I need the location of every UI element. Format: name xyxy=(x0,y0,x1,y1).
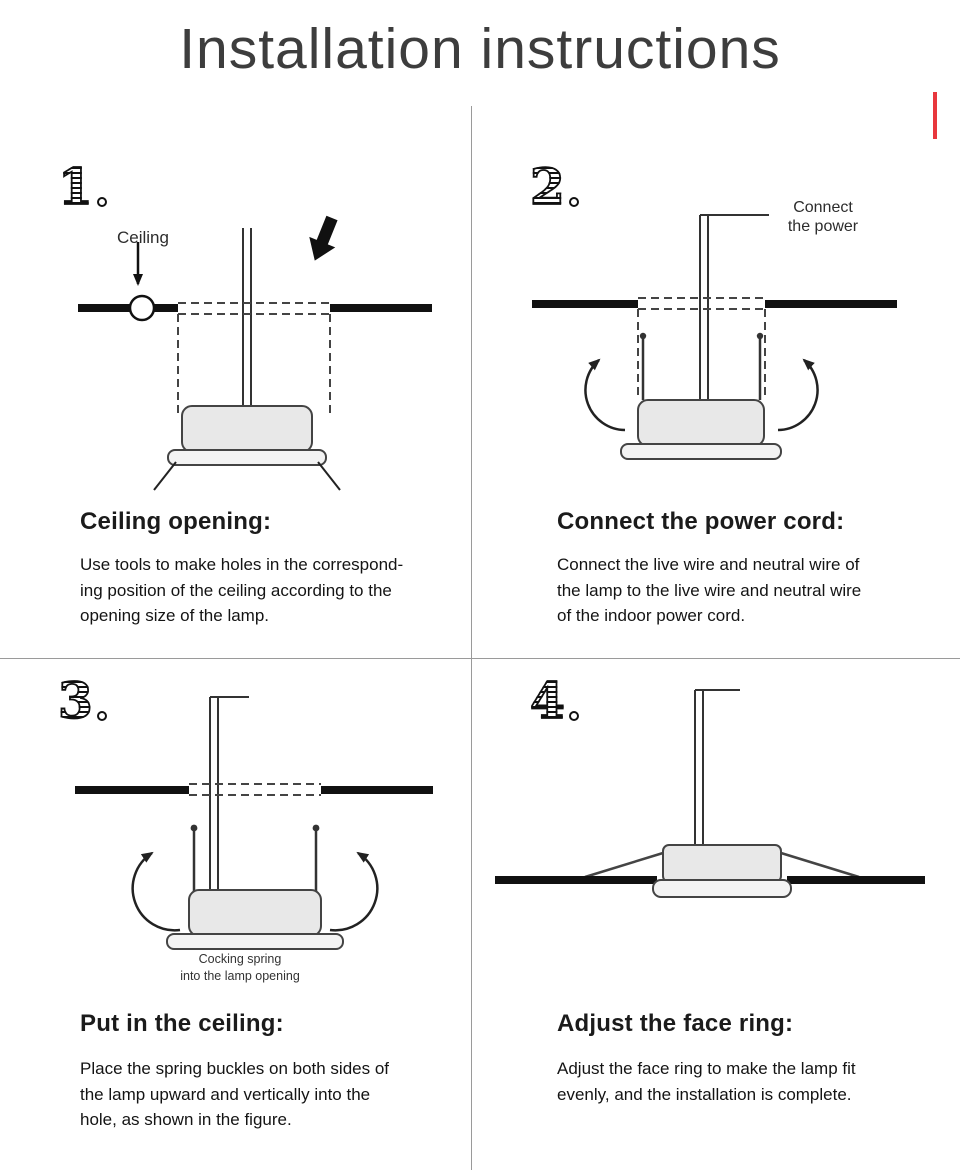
ceiling-line xyxy=(532,300,897,308)
step-4-section: 4 Adjust the face ring: Adjust the fac xyxy=(472,658,960,1170)
spring-clips xyxy=(639,332,764,400)
vertical-divider xyxy=(471,106,472,1170)
lamp-wires xyxy=(694,689,740,847)
step-1-heading: Ceiling opening: xyxy=(80,508,272,535)
step-3-numeral: 3 xyxy=(57,671,94,730)
ceiling-line xyxy=(78,304,432,312)
horizontal-divider xyxy=(0,658,960,659)
lamp-body xyxy=(620,399,782,460)
lamp-corner-ticks xyxy=(153,461,341,491)
step-2-number-dot-icon xyxy=(568,197,579,207)
cocking-spring-label: Cocking spring into the lamp opening xyxy=(180,952,300,983)
step-2-number: 2 xyxy=(529,157,579,216)
step-3-body: Place the spring buckles on both sides o… xyxy=(80,1059,390,1129)
lamp-wires xyxy=(242,228,252,410)
connect-power-label: Connect the power xyxy=(787,199,859,236)
step-1-number-dot-icon xyxy=(96,197,107,207)
step-3-number: 3 xyxy=(57,671,107,730)
step-2-section: 2 xyxy=(472,100,960,658)
rotation-arrow-left-icon xyxy=(584,358,626,432)
step-1-numeral: 1 xyxy=(57,157,94,216)
step-3-number-dot-icon xyxy=(96,711,107,721)
ceiling-point-circle-icon xyxy=(128,294,156,322)
step-4-body: Adjust the face ring to make the lamp fi… xyxy=(557,1059,856,1104)
step-1-section: 1 xyxy=(0,100,471,658)
bold-down-left-arrow-icon xyxy=(309,215,338,261)
step-4-heading: Adjust the face ring: xyxy=(557,1010,794,1037)
rotation-arrow-left-icon xyxy=(131,851,181,932)
lamp-wires xyxy=(209,696,249,890)
step-1-diagram xyxy=(78,215,432,491)
red-edge-mark xyxy=(933,92,937,139)
page-title: Installation instructions xyxy=(179,17,781,81)
step-4-number: 4 xyxy=(529,671,579,730)
step-4-numeral: 4 xyxy=(529,671,566,730)
hole-dashed-outline xyxy=(177,302,331,415)
step-1-body: Use tools to make holes in the correspon… xyxy=(80,555,404,625)
step-2-diagram xyxy=(532,214,897,460)
ceiling-label: Ceiling xyxy=(117,228,169,247)
step-2-numeral: 2 xyxy=(529,157,566,216)
spring-clips-splayed xyxy=(584,851,860,879)
step-4-number-dot-icon xyxy=(568,711,579,721)
ceiling-line xyxy=(495,876,925,884)
step-3-section: 3 xyxy=(0,658,471,1170)
rotation-arrow-right-icon xyxy=(329,851,379,932)
step-2-body: Connect the live wire and neutral wire o… xyxy=(557,555,862,625)
hole-dashed-outline xyxy=(637,297,766,396)
step-3-heading: Put in the ceiling: xyxy=(80,1010,284,1037)
step-2-heading: Connect the power cord: xyxy=(557,508,845,535)
lamp-body xyxy=(166,889,344,950)
step-3-diagram xyxy=(75,696,433,950)
step-4-diagram xyxy=(495,689,925,898)
step-1-number: 1 xyxy=(57,157,107,216)
rotation-arrow-right-icon xyxy=(777,358,819,432)
ceiling-line xyxy=(75,786,433,794)
spring-clips xyxy=(190,824,320,892)
lamp-body xyxy=(652,844,792,898)
lamp-body xyxy=(167,405,327,466)
hole-dashed-outline xyxy=(189,783,321,796)
